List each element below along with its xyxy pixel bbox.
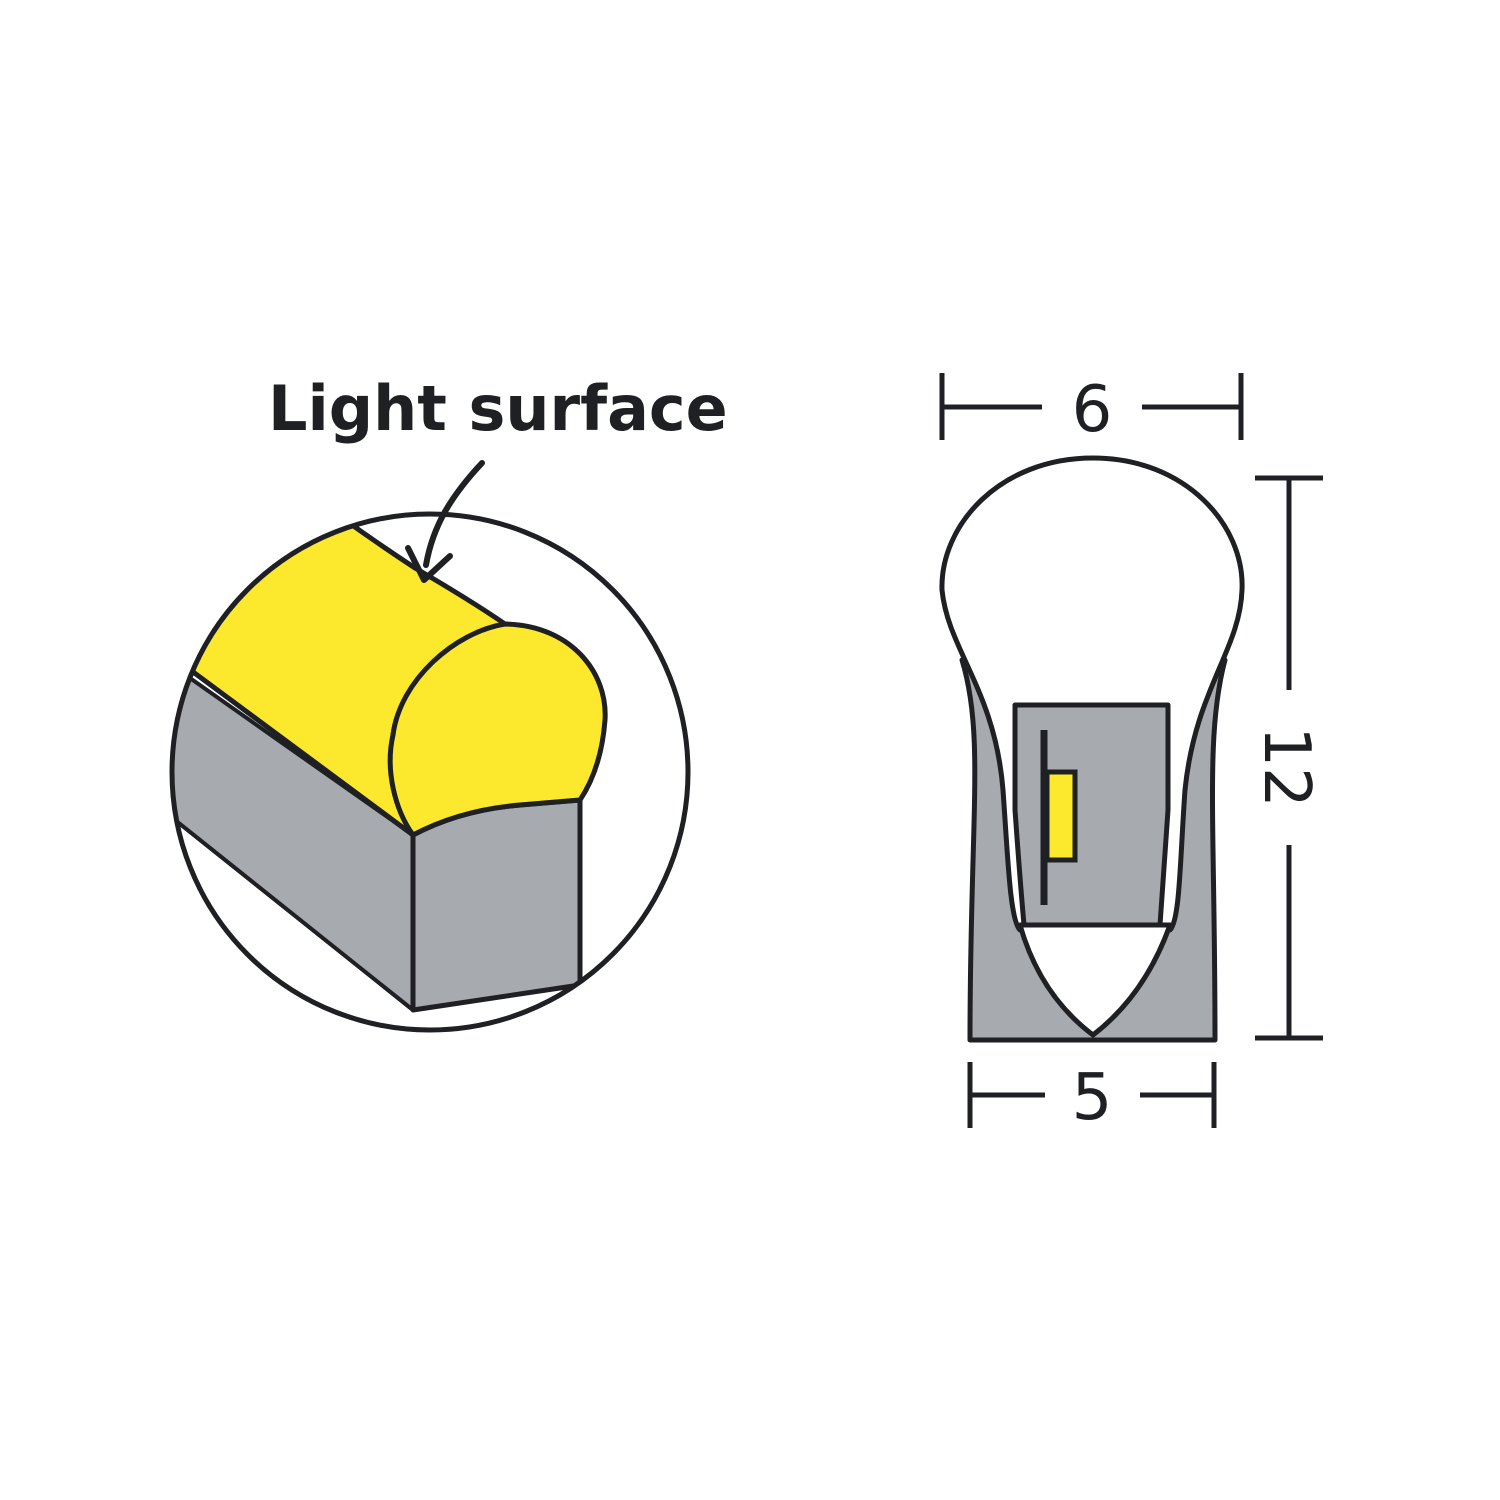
callout-arrow-shaft — [423, 460, 485, 568]
cross-section: 6 5 12 — [939, 373, 1323, 1135]
dimension-height: 12 — [1249, 475, 1323, 1041]
magnifier-circle — [169, 511, 691, 1033]
callout-arrow-head — [405, 545, 453, 583]
callout-label: Light surface — [268, 372, 728, 445]
lens-lower-lobe — [1017, 922, 1173, 1038]
dim-height-value: 12 — [1249, 726, 1323, 807]
led-channel — [1012, 702, 1171, 928]
led-chip — [1044, 769, 1078, 863]
dimension-top-width: 6 — [939, 373, 1244, 447]
dim-top-width-value: 6 — [1072, 373, 1113, 447]
detail-clip-group — [172, 517, 608, 1013]
light-surface-end-cap — [387, 621, 608, 838]
dim-bottom-width-value: 5 — [1072, 1061, 1113, 1135]
housing-front-face — [410, 797, 583, 1013]
dimension-bottom-width: 5 — [967, 1061, 1217, 1135]
detail-view: Light surface — [169, 372, 728, 1033]
